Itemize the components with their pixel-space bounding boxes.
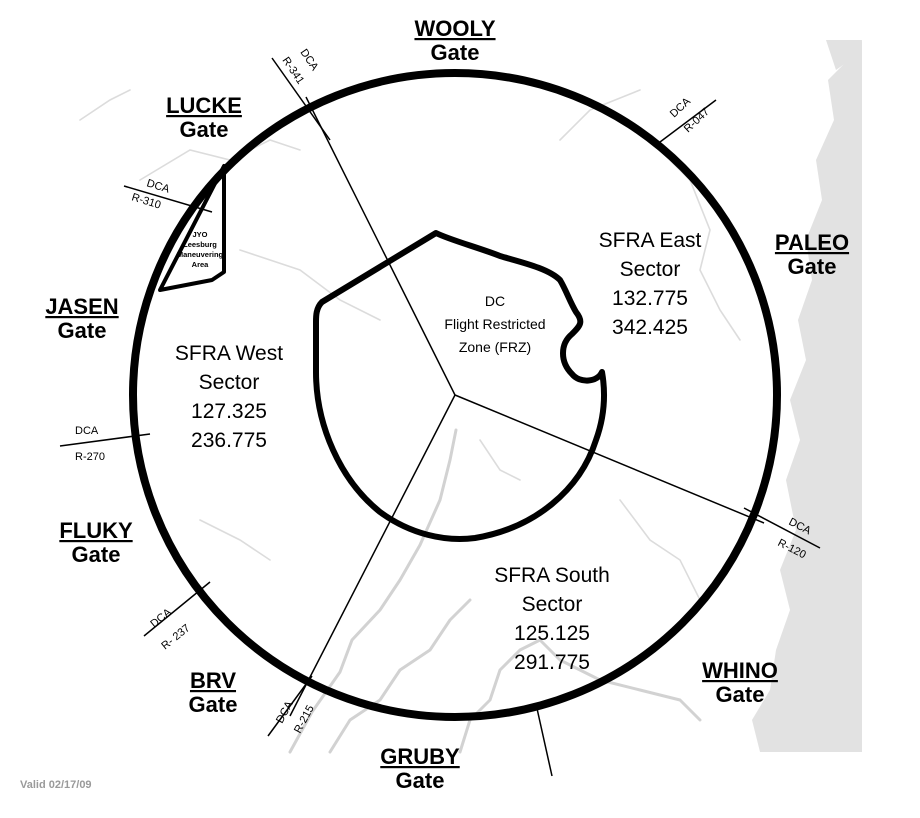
gate-wooly: WOOLY Gate: [414, 16, 495, 65]
water-features: [79, 40, 862, 754]
jyo-line4: Area: [192, 260, 210, 269]
gate-gruby: GRUBY Gate: [380, 744, 460, 793]
gate-whino: WHINO Gate: [702, 658, 778, 707]
gate-jasen-name: JASEN: [45, 294, 118, 319]
gate-lucke: LUCKE Gate: [166, 93, 242, 142]
gate-gruby-name: GRUBY: [380, 744, 460, 769]
gate-lucke-word: Gate: [180, 117, 229, 142]
gate-whino-word: Gate: [716, 682, 765, 707]
frz-label: DC Flight Restricted Zone (FRZ): [444, 293, 545, 355]
tick-r237: [143, 581, 211, 637]
tick-r047: [659, 99, 717, 143]
gate-fluky-name: FLUKY: [59, 518, 133, 543]
frz-boundary: [313, 230, 607, 542]
gate-fluky: FLUKY Gate: [59, 518, 133, 567]
jyo-maneuvering-area-boundary: [158, 164, 226, 292]
tick-r215: [267, 675, 313, 737]
radial-r047-vor: DCA: [668, 95, 694, 120]
boundary-line-west-south: [289, 394, 456, 717]
jyo-line2: Leesburg: [183, 240, 217, 249]
gate-paleo-name: PALEO: [775, 230, 849, 255]
tick-r120: [743, 507, 821, 549]
validity-date: Valid 02/17/09: [20, 779, 92, 791]
gate-paleo-word: Gate: [788, 254, 837, 279]
jyo-line1: JYO: [192, 230, 207, 239]
gate-brv-word: Gate: [189, 692, 238, 717]
radial-r237-vor: DCA: [148, 606, 174, 630]
tick-gruby: [535, 703, 553, 777]
tick-r310: [123, 185, 213, 213]
sfra-outer-boundary: [129, 69, 781, 721]
sector-south-line2: Sector: [522, 593, 583, 616]
radial-label-r270: DCA R-270: [75, 425, 105, 463]
gate-gruby-word: Gate: [396, 768, 445, 793]
gate-paleo: PALEO Gate: [775, 230, 849, 279]
sector-east-label: SFRA East Sector 132.775 342.425: [599, 229, 702, 339]
sector-east-freq2: 342.425: [612, 316, 688, 339]
gate-wooly-name: WOOLY: [414, 16, 495, 41]
gate-jasen-word: Gate: [58, 318, 107, 343]
gate-lucke-name: LUCKE: [166, 93, 242, 118]
radial-label-r341: DCA R-341: [280, 47, 321, 87]
sector-south-label: SFRA South Sector 125.125 291.775: [494, 564, 610, 674]
radial-r310-radial: R-310: [130, 191, 162, 211]
gate-fluky-word: Gate: [72, 542, 121, 567]
gate-jasen: JASEN Gate: [45, 294, 118, 343]
sector-east-line2: Sector: [620, 258, 681, 281]
sector-west-freq2: 236.775: [191, 429, 267, 452]
sector-south-freq2: 291.775: [514, 651, 590, 674]
sector-boundaries: [289, 96, 765, 717]
radial-r215-radial: R-215: [292, 703, 317, 735]
sector-west-line1: SFRA West: [175, 342, 283, 365]
sector-east-line1: SFRA East: [599, 229, 702, 252]
sector-west-freq1: 127.325: [191, 400, 267, 423]
sector-south-line1: SFRA South: [494, 564, 610, 587]
sector-east-freq1: 132.775: [612, 287, 688, 310]
radial-label-r047: DCA R-047: [668, 95, 712, 135]
sector-west-label: SFRA West Sector 127.325 236.775: [175, 342, 283, 452]
gate-wooly-word: Gate: [431, 40, 480, 65]
radial-ticks: [59, 57, 821, 777]
tick-r270: [59, 433, 151, 447]
boundary-line-east-west: [305, 96, 456, 396]
gate-brv-name: BRV: [190, 668, 236, 693]
gate-whino-name: WHINO: [702, 658, 778, 683]
frz-line1: DC: [485, 293, 505, 309]
radial-r237-radial: R- 237: [159, 622, 192, 652]
boundary-line-east-south: [454, 394, 765, 524]
gate-brv: BRV Gate: [189, 668, 238, 717]
tick-r341: [271, 57, 331, 141]
radial-r341-vor: DCA: [298, 47, 321, 74]
sector-west-line2: Sector: [199, 371, 260, 394]
radial-label-r237: DCA R- 237: [148, 606, 192, 652]
sector-south-freq1: 125.125: [514, 622, 590, 645]
frz-line2: Flight Restricted: [444, 316, 545, 332]
jyo-line3: Maneuvering: [177, 250, 224, 259]
frz-line3: Zone (FRZ): [459, 339, 531, 355]
radial-r270-vor: DCA: [75, 425, 99, 437]
radial-r270-radial: R-270: [75, 451, 105, 463]
jyo-label: JYO Leesburg Maneuvering Area: [177, 230, 224, 269]
